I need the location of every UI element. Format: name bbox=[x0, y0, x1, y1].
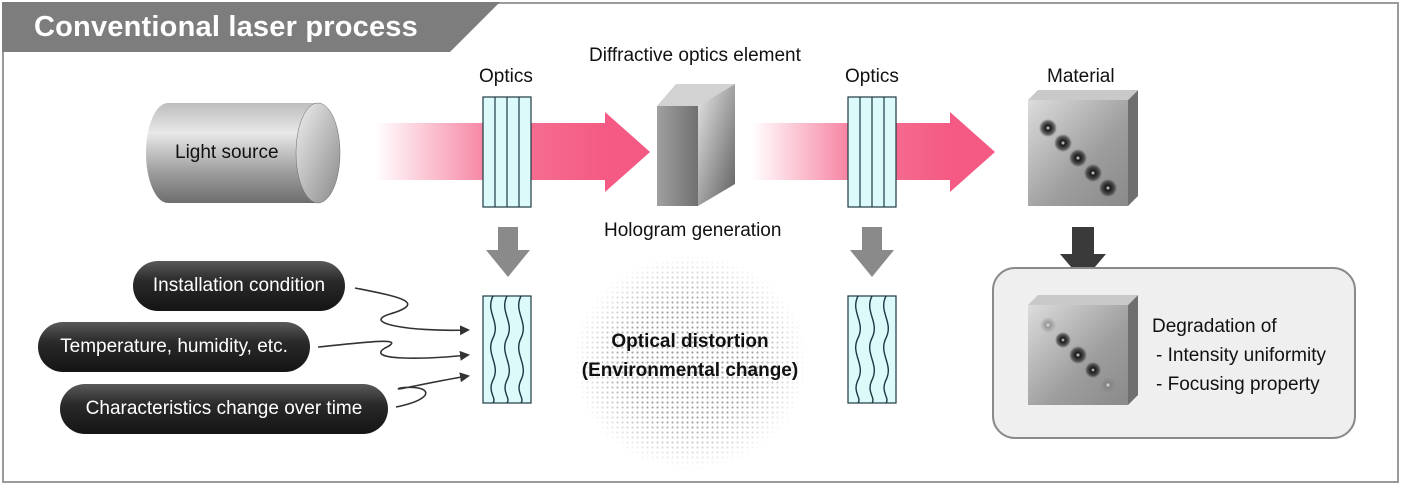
degradation-item-focusing: - Focusing property bbox=[1156, 374, 1320, 395]
arrow-characteristics bbox=[395, 372, 470, 408]
distortion-sublabel: (Environmental change) bbox=[581, 360, 799, 381]
optics-label-right: Optics bbox=[845, 66, 899, 87]
optics-label-left: Optics bbox=[479, 66, 533, 87]
factor-installation: Installation condition bbox=[133, 261, 345, 311]
factor-temperature: Temperature, humidity, etc. bbox=[38, 322, 310, 372]
factor-arrows bbox=[317, 287, 470, 408]
optics-lens-left bbox=[482, 96, 532, 208]
down-arrow-right bbox=[850, 227, 894, 277]
distortion-noise-cloud bbox=[560, 250, 820, 475]
arrow-installation bbox=[354, 287, 470, 336]
section-title: Conventional laser process bbox=[34, 11, 418, 43]
factor-characteristics: Characteristics change over time bbox=[60, 384, 388, 434]
diffractive-optics-element bbox=[657, 84, 735, 206]
distorted-optics-left bbox=[482, 295, 532, 404]
header-tab bbox=[2, 2, 500, 52]
down-arrow-left bbox=[486, 227, 530, 277]
material-label: Material bbox=[1047, 66, 1115, 87]
degradation-heading: Degradation of bbox=[1152, 316, 1277, 337]
hologram-label: Hologram generation bbox=[604, 220, 782, 241]
distorted-optics-right bbox=[847, 295, 897, 404]
optics-lens-right bbox=[847, 96, 897, 208]
material-cube bbox=[1028, 90, 1138, 206]
degraded-material-cube bbox=[1028, 295, 1138, 405]
arrow-temperature bbox=[317, 340, 470, 361]
light-source-cylinder bbox=[146, 102, 341, 204]
light-source-label: Light source bbox=[175, 142, 279, 163]
degradation-item-uniformity: - Intensity uniformity bbox=[1156, 345, 1326, 366]
distortion-label: Optical distortion bbox=[611, 331, 769, 352]
doe-label: Diffractive optics element bbox=[589, 45, 801, 66]
